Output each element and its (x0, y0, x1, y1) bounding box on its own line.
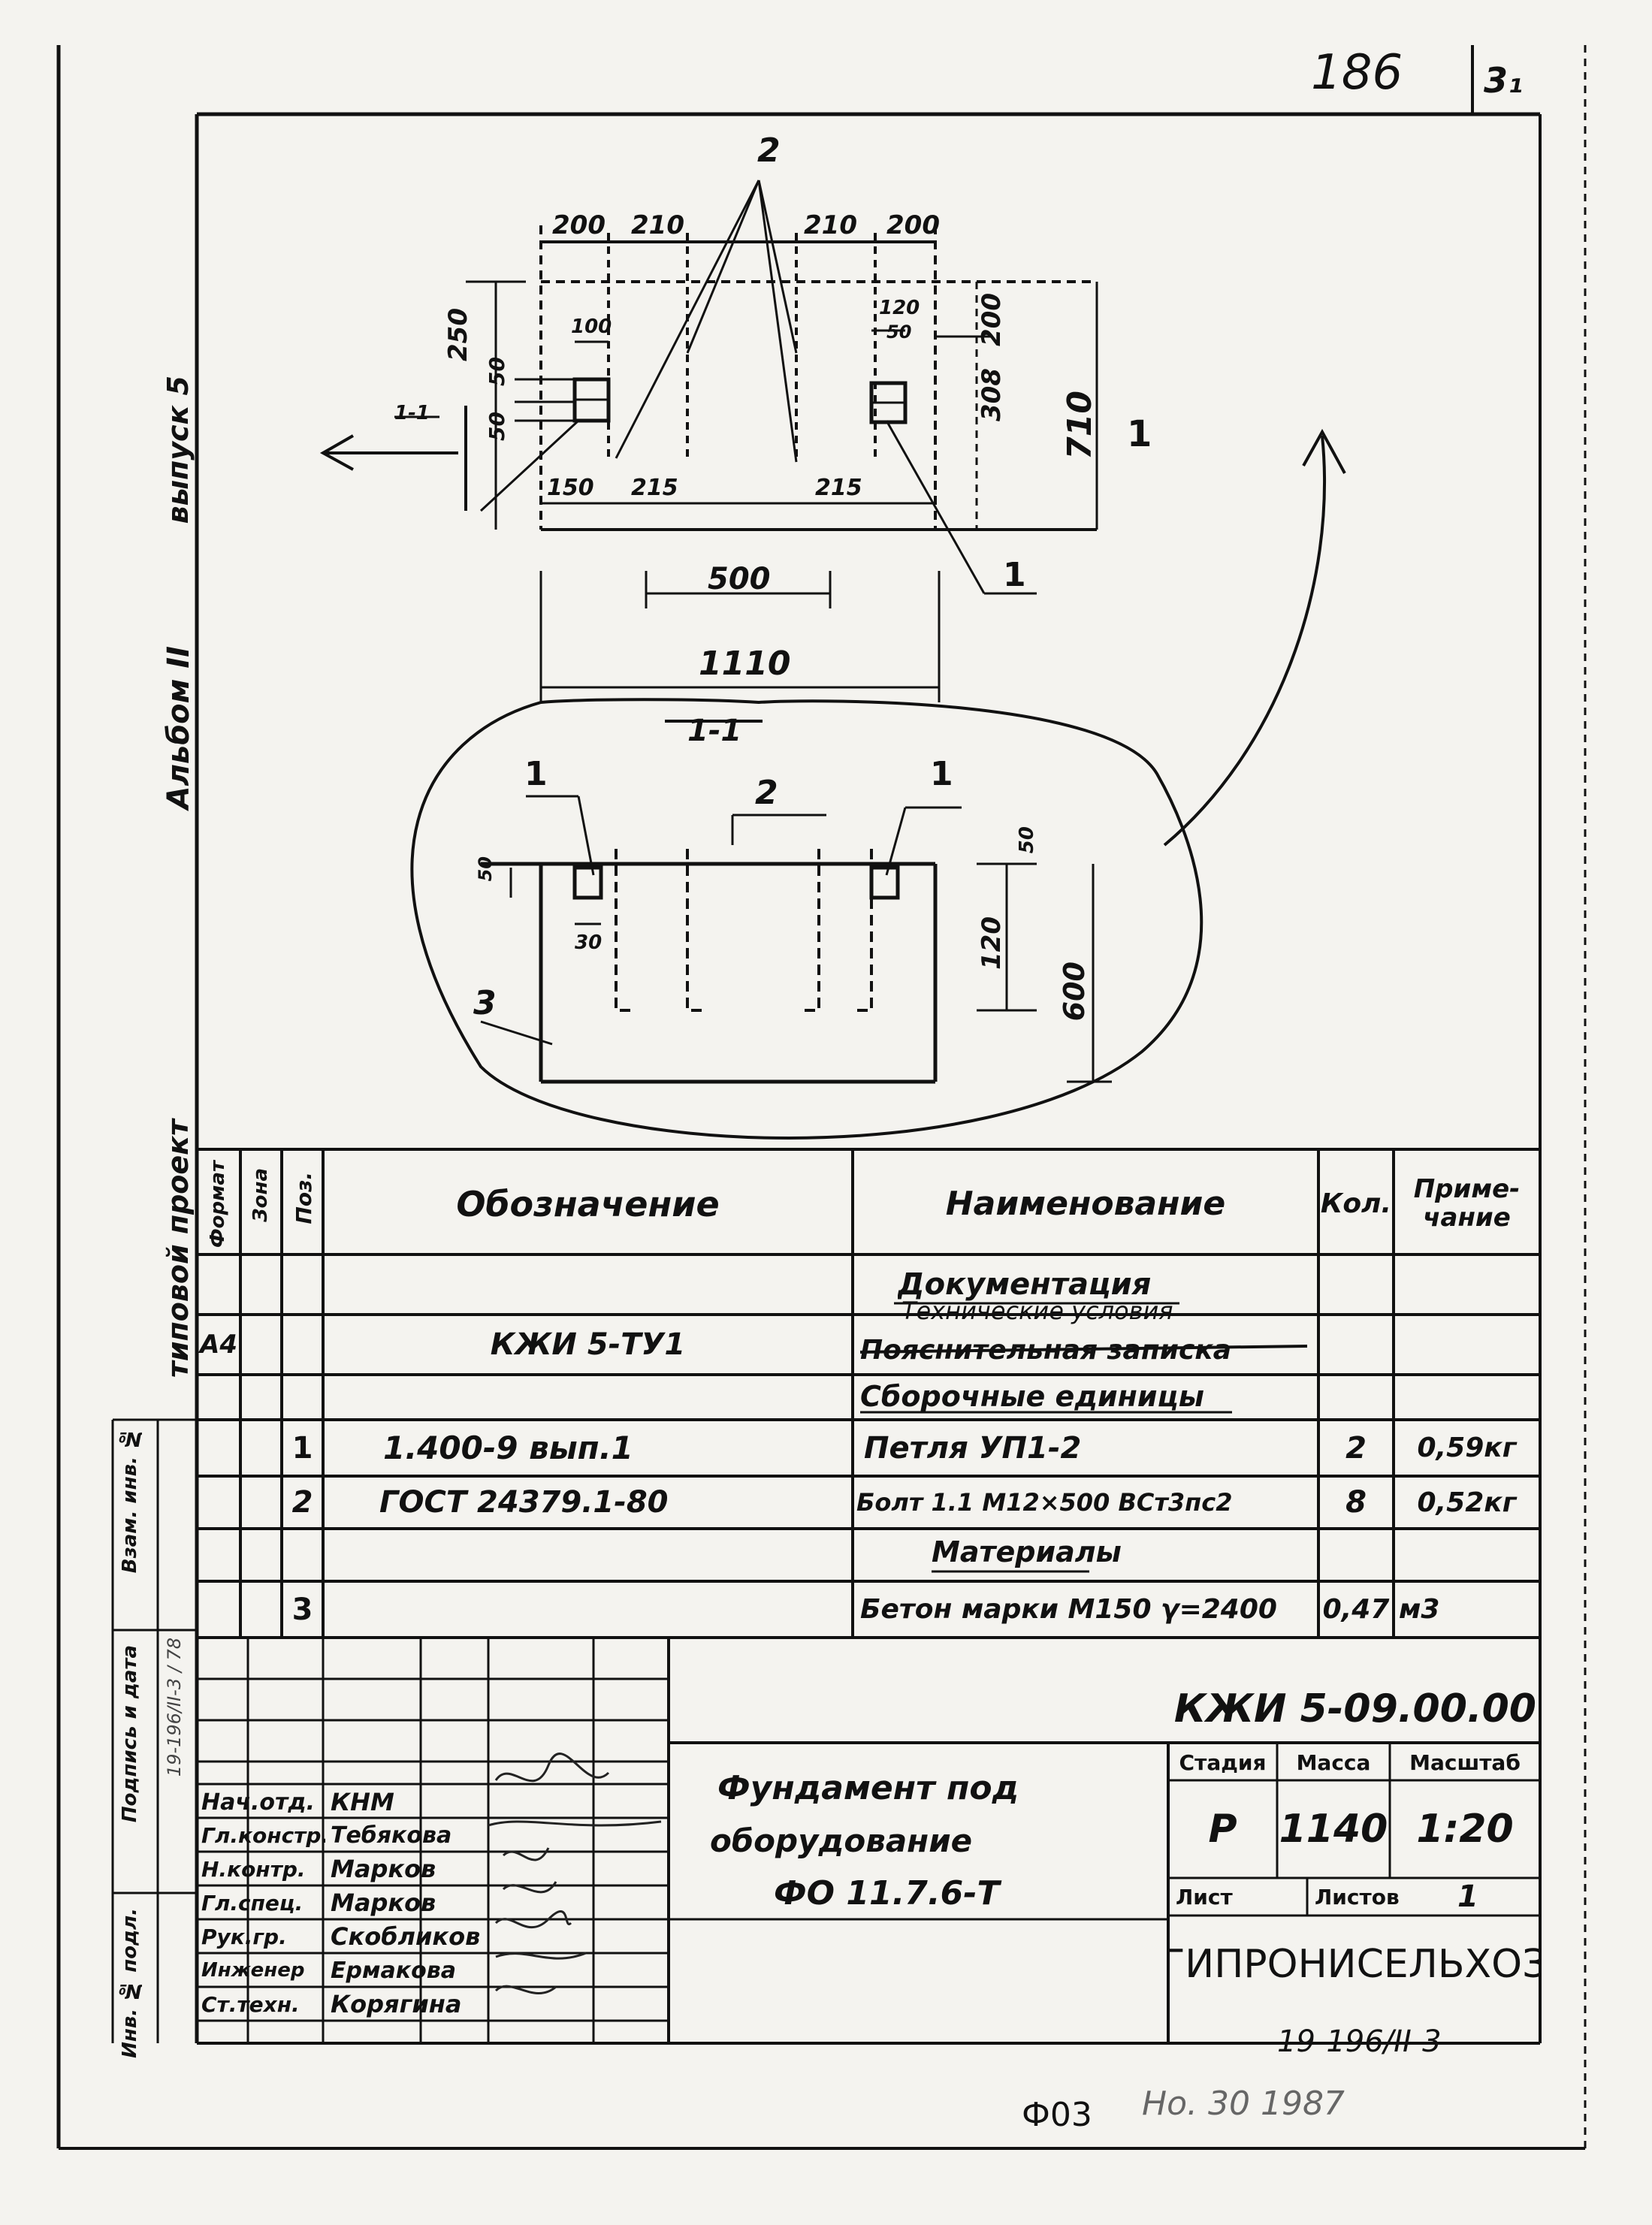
dim-inner-left: 100 (571, 315, 612, 338)
signer-role: Гл.спец. (201, 1890, 304, 1916)
dim-1110: 1110 (699, 645, 791, 683)
dim-top-4: 200 (886, 210, 940, 240)
callout-1-section-right: 1 (930, 755, 953, 793)
spec-row-name: Материалы (932, 1535, 1122, 1568)
stage-value: Р (1208, 1807, 1237, 1852)
dim-top-3: 210 (804, 210, 857, 240)
spec-row-designation: ГОСТ 24379.1-80 (379, 1485, 669, 1520)
signer-role: Н.контр. (201, 1856, 306, 1882)
spec-row-name: Документация (898, 1267, 1152, 1302)
callout-3-section: 3 (473, 984, 497, 1022)
section-dim-2: 30 (575, 931, 603, 954)
spec-row-note: м3 (1399, 1594, 1440, 1625)
spec-row-name: Технические условия (902, 1297, 1173, 1325)
callout-2-plan: 2 (757, 131, 781, 170)
footer-extra: Но. 30 1987 (1142, 2085, 1345, 2123)
spec-row-qty: 0,47 (1322, 1594, 1390, 1625)
signer-role: Ст.техн. (201, 1991, 300, 2017)
signer-role: Инженер (201, 1959, 305, 1982)
spec-header-note: Приме-чание (1413, 1174, 1521, 1233)
corner-mark: 3₁ (1484, 60, 1524, 101)
sheets-count: 1 (1457, 1879, 1478, 1914)
signatures (488, 1753, 662, 1994)
spec-row-designation: 1.400-9 вып.1 (383, 1429, 633, 1466)
doc-code: КЖИ 5-09.00.00 (1173, 1686, 1536, 1731)
signer-name: Ермакова (331, 1957, 456, 1984)
signer-role: Гл.констр. (201, 1822, 325, 1848)
spec-row-name: Болт 1.1 М12×500 ВСт3пс2 (856, 1488, 1233, 1517)
mass-value: 1140 (1279, 1807, 1388, 1852)
spec-row-qty: 2 (1345, 1430, 1367, 1466)
sheet-number: 186 (1311, 45, 1403, 101)
doc-title-line-3: ФО 11.7.6-Т (774, 1873, 1000, 1913)
spec-row-name: Сборочные единицы (860, 1380, 1205, 1413)
section-title: 1-1 (687, 714, 742, 748)
signer-name: Тебякова (331, 1822, 452, 1849)
sheets-label: Листов (1315, 1884, 1400, 1910)
plan-drawing (319, 180, 1346, 1140)
callout-1-section-left: 1 (524, 755, 548, 793)
signer-name: Корягина (331, 1990, 462, 2018)
signer-role: Нач.отд. (201, 1789, 315, 1816)
mass-label: Масса (1296, 1750, 1371, 1775)
spec-header-name: Наименование (945, 1185, 1226, 1223)
spec-row-format: А4 (200, 1330, 237, 1360)
dim-inner-right: 120 (879, 297, 920, 319)
spec-row-designation: КЖИ 5-ТУ1 (490, 1327, 686, 1362)
spec-header-designation: Обозначение (456, 1183, 720, 1224)
dim-bottom-1: 150 (547, 475, 594, 501)
signer-name: Марков (331, 1888, 436, 1917)
spec-struck-text: Пояснительная записка (860, 1334, 1232, 1366)
scale-label: Масштаб (1409, 1750, 1521, 1775)
organization: ГИПРОНИСЕЛЬХОЗ (1168, 1942, 1540, 1987)
callout-2-section: 2 (755, 774, 778, 812)
spec-row-name: Петля УП1-2 (864, 1430, 1082, 1466)
dim-inner-right-2: 50 (886, 322, 912, 343)
dim-bottom-2: 215 (631, 475, 678, 501)
signer-name: КНМ (331, 1788, 394, 1816)
dim-top-2: 210 (631, 210, 684, 240)
spec-row-pos: 2 (291, 1485, 313, 1520)
dim-bottom-3: 215 (815, 475, 862, 501)
signer-name: Марков (331, 1855, 436, 1883)
spec-row-qty: 8 (1345, 1485, 1367, 1520)
spec-row-name: Бетон марки М150 γ=2400 (860, 1594, 1277, 1625)
footer-format: Ф03 (1022, 2096, 1092, 2134)
dim-top-1: 200 (552, 210, 606, 240)
section-mark-left: 1-1 (394, 402, 430, 424)
section-mark-right: 1 (1127, 413, 1152, 455)
callout-1-plan: 1 (1003, 556, 1026, 594)
sheet-label: Лист (1176, 1884, 1233, 1910)
signer-role: Рук.гр. (201, 1924, 287, 1949)
spec-row-pos: 3 (291, 1592, 313, 1627)
spec-header-qty: Кол. (1320, 1188, 1392, 1219)
signer-name: Скобликов (331, 1922, 481, 1951)
doc-title-line-2: оборудование (710, 1822, 973, 1859)
spec-row-note: 0,52кг (1417, 1487, 1517, 1518)
spec-row-note: 0,59кг (1417, 1433, 1517, 1463)
stage-label: Стадия (1179, 1750, 1267, 1775)
footer-code: 19-196/II-3 (1277, 2024, 1442, 2059)
spec-row-pos: 1 (291, 1430, 313, 1466)
scale-value: 1:20 (1416, 1807, 1514, 1852)
doc-title-line-1: Фундамент под (717, 1768, 1019, 1807)
dim-500: 500 (708, 562, 771, 596)
